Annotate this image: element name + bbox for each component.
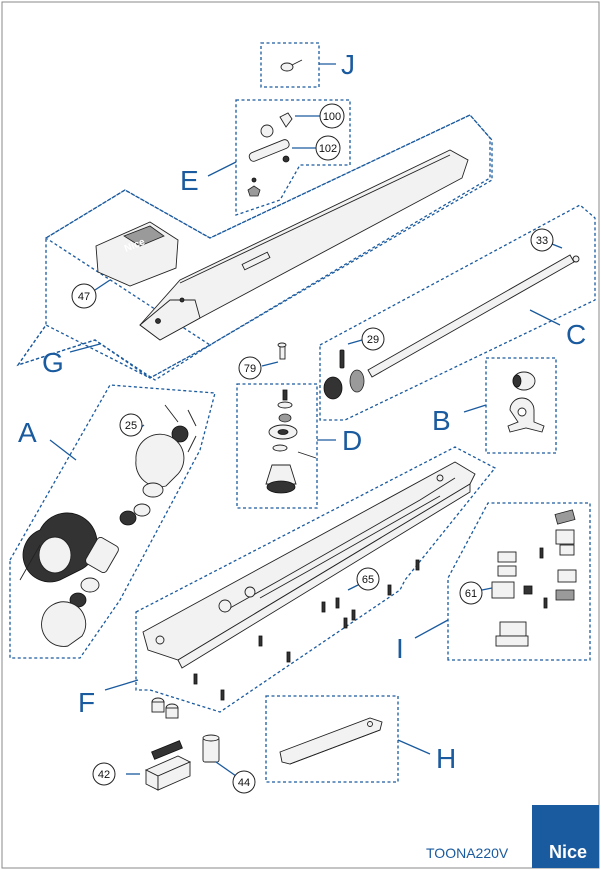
callout-79: 79 bbox=[244, 363, 256, 375]
group-g-label: G bbox=[42, 347, 64, 378]
model-name: TOONA220V bbox=[426, 845, 509, 861]
group-j-outline bbox=[260, 42, 320, 88]
callout-29: 29 bbox=[367, 334, 379, 346]
group-g-outline-outer bbox=[16, 114, 493, 381]
callout-29-circle bbox=[361, 327, 385, 351]
group-c-outline bbox=[319, 204, 596, 421]
group-e: 100 102 E bbox=[180, 99, 351, 216]
callout-79-circle bbox=[238, 356, 262, 380]
brand-box bbox=[532, 805, 599, 868]
group-c-label: C bbox=[566, 319, 586, 350]
group-h: H bbox=[265, 695, 456, 783]
group-a-label: A bbox=[18, 417, 37, 448]
group-f: 65 F bbox=[78, 446, 497, 718]
callout-100: 100 bbox=[323, 111, 341, 123]
part-capacitor-icon bbox=[202, 734, 220, 763]
callout-102-circle bbox=[315, 135, 341, 161]
p79-leader bbox=[261, 361, 279, 367]
part-caps-icon bbox=[151, 697, 179, 719]
p44-leader bbox=[215, 761, 237, 777]
group-e-leader bbox=[207, 161, 237, 177]
group-i-outline bbox=[447, 502, 591, 661]
part-plate-icon bbox=[279, 717, 383, 765]
group-j: J bbox=[260, 42, 355, 88]
group-i: 61 I bbox=[396, 502, 591, 664]
group-f-leader bbox=[104, 679, 139, 691]
p61-leader bbox=[481, 587, 493, 591]
callout-65: 65 bbox=[362, 574, 374, 586]
group-g: Nice 47 G bbox=[16, 114, 493, 381]
p47-leader bbox=[94, 279, 111, 291]
part-release-key-icon bbox=[507, 371, 545, 433]
callout-47-circle bbox=[71, 283, 97, 309]
group-f-label: F bbox=[78, 687, 95, 718]
part-terminal-block-icon bbox=[144, 740, 192, 791]
callout-61: 61 bbox=[465, 588, 477, 600]
group-d: D 79 bbox=[236, 342, 362, 509]
group-e-outline bbox=[235, 99, 351, 216]
group-c: 33 29 C bbox=[319, 204, 596, 421]
p29-leader bbox=[347, 339, 363, 345]
part-worm-shaft-icon bbox=[323, 254, 580, 400]
p65-leader bbox=[347, 583, 361, 591]
group-f-outline bbox=[135, 446, 497, 713]
group-e-label: E bbox=[180, 165, 199, 196]
callout-25: 25 bbox=[125, 420, 137, 432]
group-h-leader bbox=[397, 739, 431, 755]
group-g-leader bbox=[69, 343, 101, 353]
part-end-cap-icon: Nice bbox=[95, 221, 179, 287]
callout-44: 44 bbox=[238, 777, 250, 789]
callout-102: 102 bbox=[319, 143, 337, 155]
group-b-leader bbox=[463, 404, 487, 413]
group-j-label: J bbox=[341, 49, 355, 80]
callout-65-circle bbox=[356, 567, 380, 591]
part-pin-icon bbox=[277, 342, 287, 360]
part-screws-icon bbox=[193, 559, 420, 701]
part-top-cover-icon bbox=[139, 149, 469, 341]
group-b-label: B bbox=[432, 405, 451, 436]
callout-42-circle bbox=[92, 762, 116, 786]
part-gear-stack-icon bbox=[265, 389, 317, 494]
group-i-label: I bbox=[396, 633, 404, 664]
callout-44-circle bbox=[232, 770, 256, 794]
group-a: 25 A bbox=[9, 384, 216, 659]
p33-leader bbox=[551, 243, 563, 249]
callout-47: 47 bbox=[78, 291, 90, 303]
group-i-leader bbox=[414, 619, 449, 639]
group-h-outline bbox=[265, 695, 399, 783]
callout-25-circle bbox=[119, 413, 143, 437]
group-c-leader bbox=[529, 309, 561, 326]
part-key-icon bbox=[280, 59, 303, 72]
callout-33: 33 bbox=[536, 235, 548, 247]
part-release-lever-icon bbox=[247, 112, 293, 197]
group-h-label: H bbox=[436, 743, 456, 774]
group-d-outline bbox=[236, 383, 318, 509]
part-electronics-kit-icon bbox=[491, 509, 577, 647]
part-housing-base-icon bbox=[142, 461, 476, 669]
group-b: B bbox=[432, 357, 557, 454]
callout-100-circle bbox=[319, 103, 345, 129]
callout-42: 42 bbox=[98, 769, 110, 781]
group-d-label: D bbox=[342, 425, 362, 456]
callout-61-circle bbox=[459, 581, 483, 605]
part-motor-assembly-icon bbox=[19, 404, 197, 647]
group-a-leader bbox=[49, 439, 77, 461]
callout-33-circle bbox=[530, 228, 554, 252]
brand-logo: Nice bbox=[549, 842, 587, 862]
group-g-outline bbox=[16, 114, 491, 379]
